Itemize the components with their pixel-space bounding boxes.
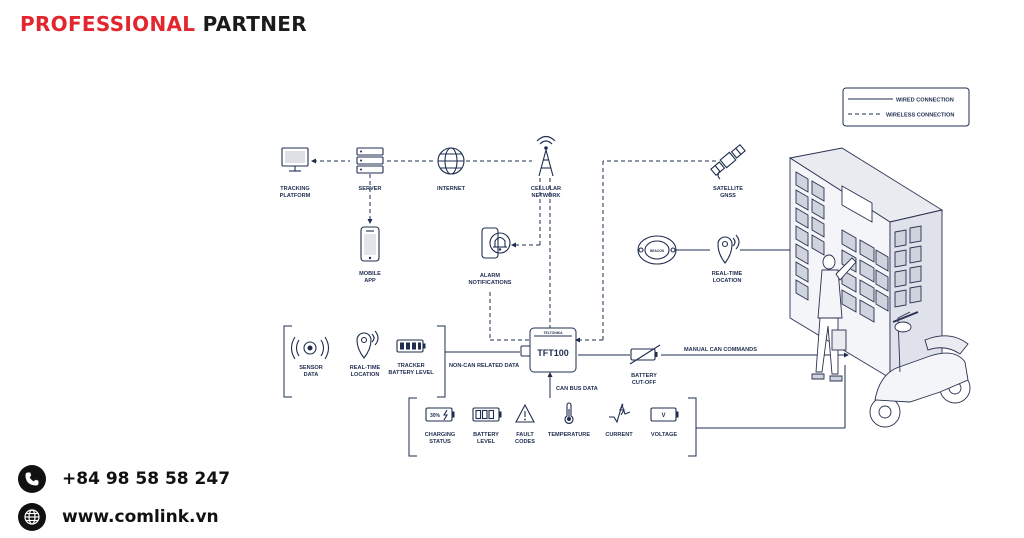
- svg-text:PLATFORM: PLATFORM: [280, 193, 311, 199]
- node-fault-codes: FAULT CODES: [515, 403, 535, 445]
- node-tracking-platform: TRACKING PLATFORM: [280, 147, 311, 199]
- svg-text:BEACON: BEACON: [650, 249, 665, 253]
- thermometer-icon: [564, 402, 574, 424]
- battery-icon: V: [650, 407, 679, 422]
- phone-icon: [18, 465, 46, 493]
- edge-label-non-can: NON-CAN RELATED DATA: [449, 363, 519, 369]
- svg-text:TRACKER: TRACKER: [397, 363, 424, 369]
- svg-text:TEMPERATURE: TEMPERATURE: [548, 432, 590, 438]
- svg-text:SERVER: SERVER: [359, 186, 382, 192]
- svg-text:CODES: CODES: [515, 439, 535, 445]
- device-name: TFT100: [537, 348, 569, 358]
- svg-text:LEVEL: LEVEL: [477, 439, 496, 445]
- smartphone-icon: [360, 226, 380, 262]
- device-tft100: TELTONIKA TFT100: [520, 327, 577, 373]
- node-temperature: TEMPERATURE: [548, 402, 590, 438]
- svg-text:NOTIFICATIONS: NOTIFICATIONS: [468, 280, 511, 286]
- svg-text:SENSOR: SENSOR: [299, 365, 323, 371]
- locker-station-illustration: [788, 147, 971, 428]
- svg-text:VOLTAGE: VOLTAGE: [651, 432, 677, 438]
- legend: WIRED CONNECTION WIRELESS CONNECTION: [842, 87, 970, 127]
- svg-text:GNSS: GNSS: [720, 193, 736, 199]
- globe-icon: [437, 147, 465, 175]
- phone-number[interactable]: +84 98 58 58 247: [62, 469, 231, 489]
- svg-text:TRACKING: TRACKING: [280, 186, 310, 192]
- signal-icon: BEACON: [637, 235, 677, 265]
- svg-text:CHARGING: CHARGING: [425, 432, 455, 438]
- node-realtime-location-left: REAL-TIME LOCATION: [350, 330, 381, 378]
- location-pin-icon: [356, 330, 379, 359]
- brand-heading: PROFESSIONAL PARTNER: [20, 12, 307, 36]
- battery-icon: 30%: [425, 407, 455, 422]
- node-cellular-network: CELLULAR NETWORK: [531, 135, 561, 199]
- svg-text:BATTERY: BATTERY: [473, 432, 499, 438]
- svg-text:REAL-TIME: REAL-TIME: [350, 365, 381, 371]
- svg-text:CELLULAR: CELLULAR: [531, 186, 561, 192]
- can-bus-group: 30% CHARGING STATUS BATTERY LEVEL: [408, 397, 697, 457]
- website-link[interactable]: www.comlink.vn: [62, 507, 219, 527]
- svg-text:REAL-TIME: REAL-TIME: [712, 271, 743, 277]
- node-battery-level: BATTERY LEVEL: [472, 407, 502, 445]
- bell-icon: [481, 227, 511, 259]
- warning-icon: [515, 403, 535, 423]
- node-mobile-app: MOBILE APP: [359, 226, 381, 284]
- server-icon: [356, 147, 384, 174]
- node-sensor-data: SENSOR DATA: [290, 336, 330, 378]
- node-beacon: BEACON: [637, 235, 677, 265]
- svg-text:ALARM: ALARM: [480, 273, 501, 279]
- svg-text:LOCATION: LOCATION: [713, 278, 742, 284]
- edge-label-manual-can: MANUAL CAN COMMANDS: [684, 347, 757, 353]
- battery-icon: [472, 407, 502, 422]
- svg-text:INTERNET: INTERNET: [437, 186, 466, 192]
- node-tracker-battery: TRACKER BATTERY LEVEL: [388, 339, 434, 376]
- node-realtime-location-top: REAL-TIME LOCATION: [712, 234, 743, 284]
- device-brand: TELTONIKA: [543, 331, 563, 335]
- svg-text:MOBILE: MOBILE: [359, 271, 381, 277]
- svg-text:30%: 30%: [430, 413, 441, 419]
- node-charging-status: 30% CHARGING STATUS: [425, 407, 455, 445]
- svg-text:CURRENT: CURRENT: [605, 432, 633, 438]
- svg-text:LOCATION: LOCATION: [351, 372, 380, 378]
- node-server: SERVER: [356, 147, 384, 192]
- location-pin-icon: [717, 234, 740, 264]
- node-alarm-notifications: ALARM NOTIFICATIONS: [468, 227, 512, 286]
- edge-label-can-bus: CAN BUS DATA: [556, 386, 598, 392]
- phone-contact: +84 98 58 58 247: [18, 465, 230, 493]
- svg-text:BATTERY LEVEL: BATTERY LEVEL: [388, 370, 434, 376]
- node-internet: INTERNET: [437, 147, 466, 192]
- svg-text:APP: APP: [364, 278, 376, 284]
- svg-text:DATA: DATA: [304, 372, 319, 378]
- svg-text:SATELLITE: SATELLITE: [713, 186, 743, 192]
- person-illustration: [811, 254, 857, 382]
- website-contact: www.comlink.vn: [18, 503, 219, 531]
- cell-tower-icon: [536, 135, 556, 177]
- node-satellite: SATELLITE GNSS: [710, 143, 746, 199]
- node-current: CURRENT: [605, 403, 633, 438]
- svg-text:BATTERY: BATTERY: [631, 373, 657, 379]
- svg-text:V: V: [661, 413, 665, 419]
- svg-text:FAULT: FAULT: [516, 432, 534, 438]
- monitor-icon: [281, 147, 309, 172]
- signal-icon: [290, 336, 330, 360]
- svg-text:CUT-OFF: CUT-OFF: [632, 380, 657, 386]
- svg-text:STATUS: STATUS: [429, 439, 451, 445]
- legend-wireless: WIRELESS CONNECTION: [886, 113, 954, 119]
- legend-wired: WIRED CONNECTION: [896, 98, 954, 104]
- node-battery-cutoff: BATTERY CUT-OFF: [629, 344, 661, 386]
- pulse-icon: [609, 403, 631, 424]
- scooter-illustration: [869, 311, 971, 428]
- non-can-group: SENSOR DATA REAL-TIME LOCATION TRACK: [283, 325, 446, 398]
- connections: [311, 158, 849, 429]
- brand-highlight: PROFESSIONAL: [20, 12, 196, 36]
- cut-off-icon: [629, 344, 661, 365]
- svg-text:NETWORK: NETWORK: [532, 193, 561, 199]
- battery-icon: [396, 339, 426, 353]
- satellite-icon: [710, 143, 746, 180]
- globe-icon: [18, 503, 46, 531]
- brand-rest: PARTNER: [202, 12, 307, 36]
- node-voltage: V VOLTAGE: [650, 407, 679, 438]
